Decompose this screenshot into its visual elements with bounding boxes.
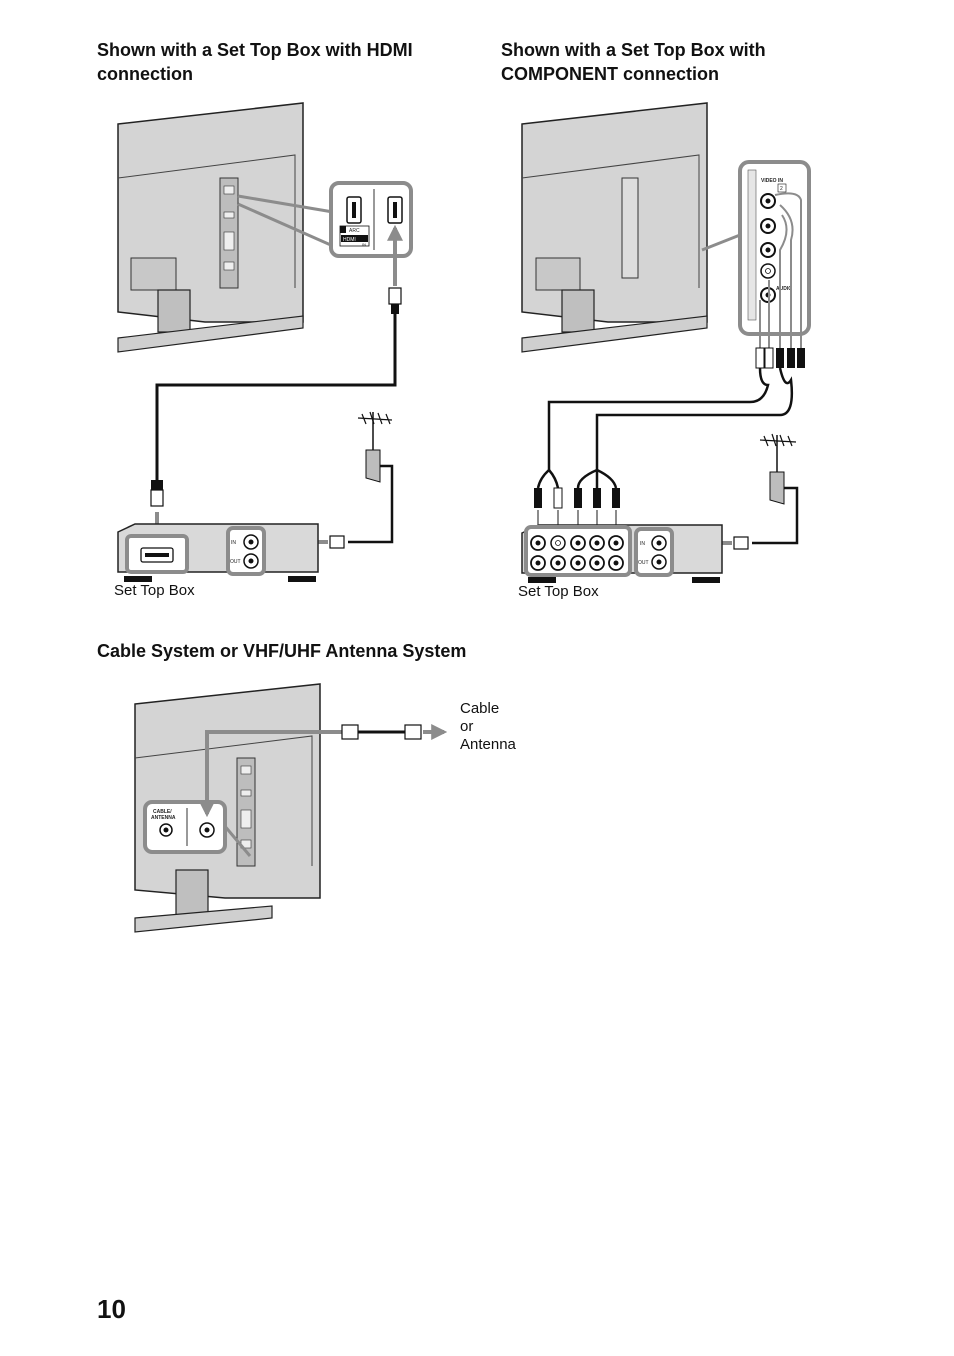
component-set-top-box-illustration: IN OUT	[521, 524, 723, 583]
stb-out-label: OUT	[230, 559, 241, 565]
component-stb-out-label: OUT	[638, 560, 649, 566]
component-diagram: VIDEO IN 2 AUDIO	[521, 102, 811, 583]
video-in-panel-callout: VIDEO IN 2 AUDIO	[738, 160, 811, 336]
video-in-label: VIDEO IN	[761, 178, 783, 184]
cable-caption-line3: Antenna	[460, 736, 516, 753]
component-section-heading: Shown with a Set Top Box with COMPONENT …	[501, 38, 766, 86]
component-stb-plugs	[534, 487, 620, 509]
cable-antenna-diagram: CABLE/ ANTENNA	[134, 683, 448, 933]
hdmi-cable	[150, 287, 402, 507]
hdmi-set-top-box-illustration: IN OUT	[117, 523, 319, 582]
hdmi-port-callout: ARC HDMI IN	[329, 181, 413, 258]
cable-caption-line2: or	[460, 718, 474, 735]
component-cable-leads	[759, 192, 802, 348]
hdmi-heading-line2: connection	[97, 64, 194, 84]
video-in-number: 2	[780, 186, 783, 192]
hdmi-section-heading: Shown with a Set Top Box with HDMI conne…	[97, 38, 413, 86]
component-stb-in-label: IN	[640, 541, 645, 547]
hdmi-set-top-box-caption: Set Top Box	[114, 582, 195, 599]
cable-port-label-line2: ANTENNA	[151, 815, 176, 821]
component-cables	[536, 367, 794, 489]
cable-section-heading: Cable System or VHF/UHF Antenna System	[97, 641, 467, 661]
cable-or-antenna-caption: Cable or Antenna	[460, 700, 516, 754]
cable-port-label-line1: CABLE/	[153, 809, 172, 815]
hdmi-heading-line1: Shown with a Set Top Box with HDMI	[97, 40, 413, 60]
hdmi-port-label: HDMI	[343, 237, 356, 243]
stb-in-label: IN	[231, 540, 236, 546]
component-antenna	[733, 433, 799, 550]
component-heading-line1: Shown with a Set Top Box with	[501, 40, 766, 60]
cable-antenna-port-callout: CABLE/ ANTENNA	[143, 800, 227, 854]
cable-caption-line1: Cable	[460, 700, 500, 717]
hdmi-antenna	[329, 411, 394, 549]
hdmi-diagram: ARC HDMI IN	[117, 102, 413, 582]
component-heading-line2: COMPONENT connection	[501, 64, 720, 84]
coaxial-cable	[341, 724, 422, 740]
component-tv-rear-illustration	[521, 102, 708, 353]
component-cable-plugs	[755, 347, 805, 369]
page-number: 10	[97, 1294, 126, 1324]
component-set-top-box-caption: Set Top Box	[518, 583, 599, 600]
in-port-label: IN	[362, 242, 366, 247]
hdmi-tv-rear-illustration	[117, 102, 304, 353]
arc-port-label: ARC	[349, 228, 360, 234]
audio-label: AUDIO	[776, 286, 792, 292]
